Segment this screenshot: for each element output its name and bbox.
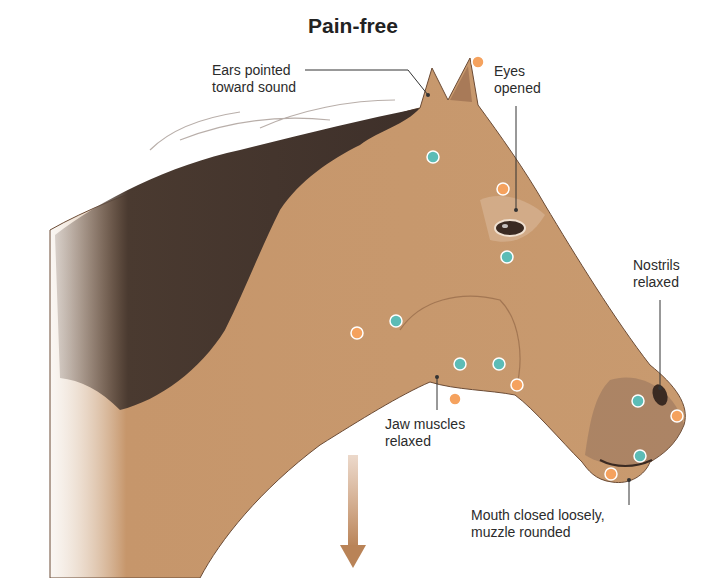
horse-head xyxy=(50,58,685,578)
callout-label: Jaw muscles relaxed xyxy=(385,416,485,450)
mane-strands xyxy=(150,100,395,150)
callout-label: Nostrils relaxed xyxy=(633,257,695,291)
callout-label: Mouth closed loosely, muzzle rounded xyxy=(471,507,641,541)
down-arrow-shaft xyxy=(348,455,358,547)
horse-eye xyxy=(495,220,525,236)
ear-inner xyxy=(450,66,472,102)
horse-nostril xyxy=(650,382,671,407)
diagram-title: Pain-free xyxy=(253,14,453,38)
face-shading xyxy=(480,196,545,242)
callout-label: Eyes opened xyxy=(494,63,554,97)
leader-lines xyxy=(305,70,660,505)
muzzle-shade xyxy=(585,377,684,466)
horse-mane xyxy=(55,108,420,410)
down-arrow-head xyxy=(340,545,366,568)
jaw-contour xyxy=(400,296,520,392)
teal-landmarks xyxy=(390,151,646,462)
eye-highlight xyxy=(502,224,508,228)
callout-label: Ears pointed toward sound xyxy=(212,62,312,96)
